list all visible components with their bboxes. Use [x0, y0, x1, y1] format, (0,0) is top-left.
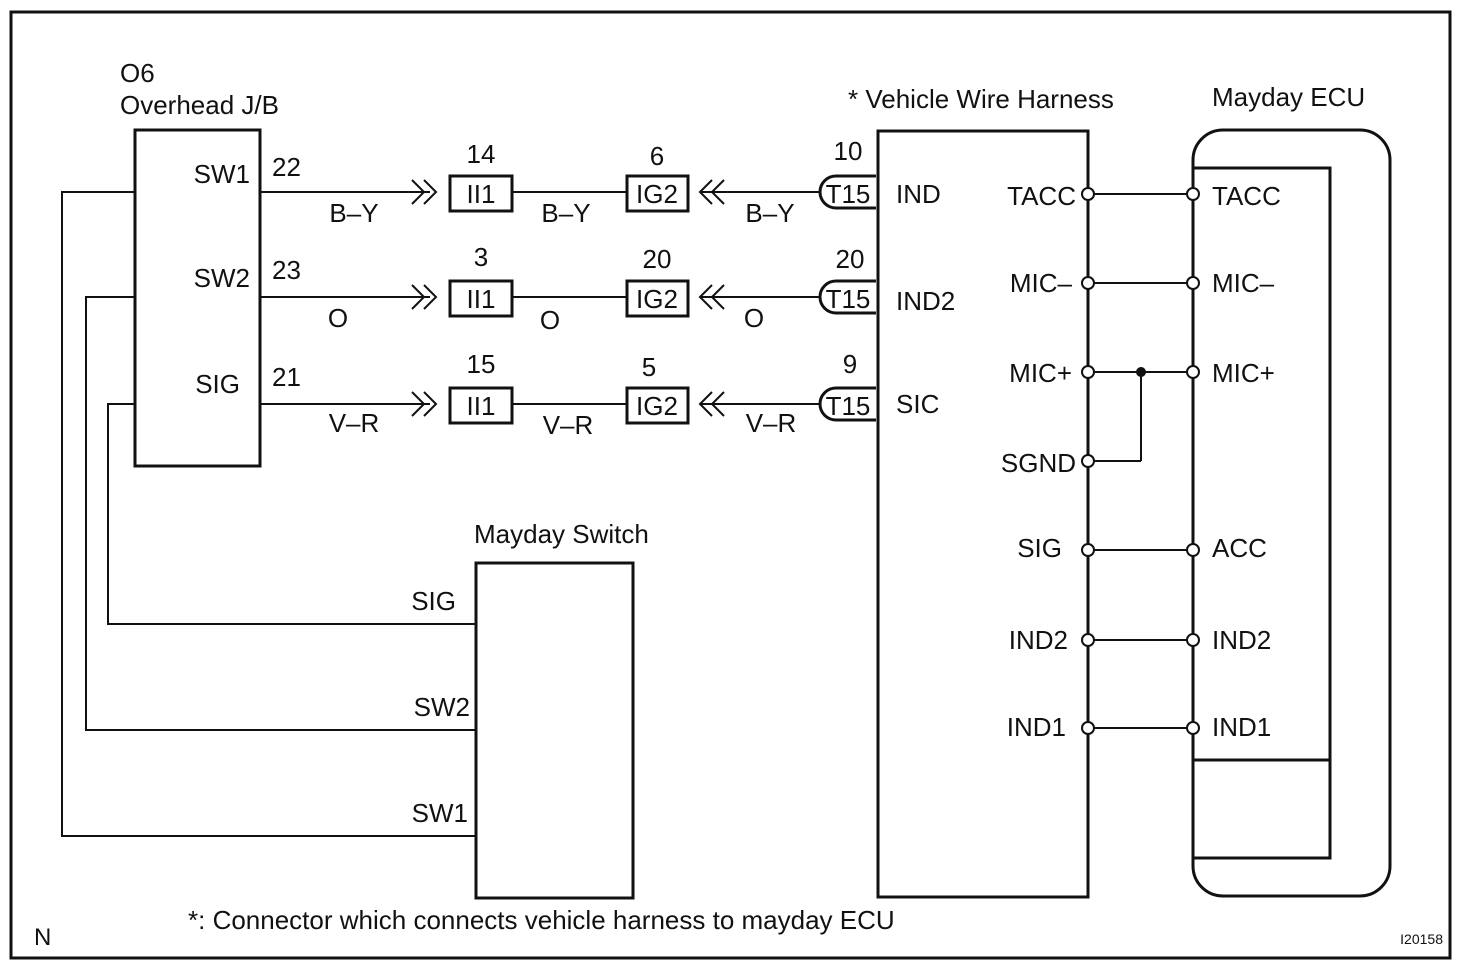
harness-terminal-mic-plus: MIC+ — [1009, 358, 1072, 388]
connector-ig2-pin: 6 — [650, 141, 664, 171]
connector-ii1-pin: 15 — [467, 349, 496, 379]
connector-ii1-label: II1 — [467, 391, 496, 421]
connector-t15-label: T15 — [826, 391, 871, 421]
wire-color-label: B–Y — [329, 198, 378, 228]
jb-terminal-sig: SIG — [195, 369, 240, 399]
jb-switch-wires — [61, 191, 476, 837]
connector-t15-pin: 9 — [843, 349, 857, 379]
switch-terminal-sw1: SW1 — [412, 798, 468, 828]
connector-ig2-label: IG2 — [636, 179, 678, 209]
ecu-terminal-tacc: TACC — [1212, 181, 1281, 211]
switch-box — [474, 561, 635, 900]
ecu-terminal-ind1: IND1 — [1212, 712, 1271, 742]
jb-terminal-sw2: SW2 — [194, 263, 250, 293]
ecu-terminal-mic-minus: MIC– — [1212, 268, 1275, 298]
harness-pins — [1081, 187, 1095, 735]
diagram-frame — [9, 10, 1452, 960]
harness-terminal-sgnd: SGND — [1001, 448, 1076, 478]
connector-t15-pill — [818, 279, 876, 315]
jb-pin-sw1: 22 — [272, 152, 301, 182]
circuit-sig-sic: II1 15 IG2 5 T15 9 V–R V–R V–R — [260, 349, 876, 440]
connector-t15-pin: 20 — [836, 244, 865, 274]
connector-ig2-box — [625, 279, 690, 318]
ecu-terminal-ind2: IND2 — [1212, 625, 1271, 655]
connector-ii1-box — [448, 174, 514, 213]
wire-color-label: V–R — [746, 408, 797, 438]
ecu-pins — [1186, 187, 1200, 735]
wire-color-label: O — [744, 303, 764, 333]
harness-terminal-tacc: TACC — [1007, 181, 1076, 211]
harness-terminal-ind2-left: IND2 — [896, 286, 955, 316]
wire-color-label: O — [328, 303, 348, 333]
connector-ii1-label: II1 — [467, 179, 496, 209]
harness-terminal-mic-minus: MIC– — [1010, 268, 1073, 298]
connector-t15-pin: 10 — [834, 136, 863, 166]
switch-terminal-sig: SIG — [411, 586, 456, 616]
connector-ig2-box — [625, 386, 690, 425]
ecu-outer-connector — [1191, 128, 1392, 898]
jb-pin-sig: 21 — [272, 362, 301, 392]
ecu-inner-loop — [1191, 760, 1332, 860]
connector-ig2-pin: 20 — [643, 244, 672, 274]
connector-t15-label: T15 — [826, 284, 871, 314]
connector-ii1-label: II1 — [467, 284, 496, 314]
harness-terminal-ind2: IND2 — [1009, 625, 1068, 655]
harness-terminal-sic: SIC — [896, 389, 939, 419]
connector-ig2-label: IG2 — [636, 391, 678, 421]
jb-code: O6 — [120, 58, 155, 88]
circuit-sw1-ind: II1 14 IG2 6 T15 10 B–Y B–Y B–Y — [260, 136, 876, 228]
connector-t15-pill — [818, 174, 876, 210]
harness-box — [876, 129, 1090, 899]
connector-t15-pill — [818, 386, 876, 422]
wire-color-label: O — [540, 305, 560, 335]
harness-ecu-wires — [1088, 193, 1193, 729]
wire-color-label: B–Y — [541, 198, 590, 228]
connector-ii1-box — [448, 386, 514, 425]
connector-ii1-pin: 14 — [467, 139, 496, 169]
ecu-terminal-mic-plus: MIC+ — [1212, 358, 1275, 388]
connector-ig2-pin: 5 — [642, 352, 656, 382]
harness-terminal-ind1: IND1 — [1007, 712, 1066, 742]
ecu-inner-box — [1191, 166, 1332, 762]
splice-dot — [1136, 367, 1146, 377]
harness-title: * Vehicle Wire Harness — [848, 84, 1114, 114]
figure-id: I20158 — [1400, 931, 1443, 947]
jb-terminal-sw1: SW1 — [194, 159, 250, 189]
circuit-sw2-ind2: II1 3 IG2 20 T15 20 O O O — [260, 242, 876, 335]
connector-ig2-box — [625, 174, 690, 213]
connector-t15-label: T15 — [826, 179, 871, 209]
switch-title: Mayday Switch — [474, 519, 649, 549]
connector-ig2-label: IG2 — [636, 284, 678, 314]
switch-terminal-sw2: SW2 — [414, 692, 470, 722]
footnote: *: Connector which connects vehicle harn… — [188, 905, 895, 935]
harness-terminal-ind: IND — [896, 179, 941, 209]
corner-mark: N — [34, 924, 51, 951]
ecu-terminal-acc: ACC — [1212, 533, 1267, 563]
wire-color-label: V–R — [329, 408, 380, 438]
jb-pin-sw2: 23 — [272, 255, 301, 285]
ecu-title: Mayday ECU — [1212, 82, 1365, 112]
jb-name: Overhead J/B — [120, 90, 279, 120]
wire-color-label: B–Y — [745, 198, 794, 228]
connector-ii1-box — [448, 279, 514, 318]
harness-terminal-sig: SIG — [1017, 533, 1062, 563]
connector-ii1-pin: 3 — [474, 242, 488, 272]
wire-color-label: V–R — [543, 410, 594, 440]
